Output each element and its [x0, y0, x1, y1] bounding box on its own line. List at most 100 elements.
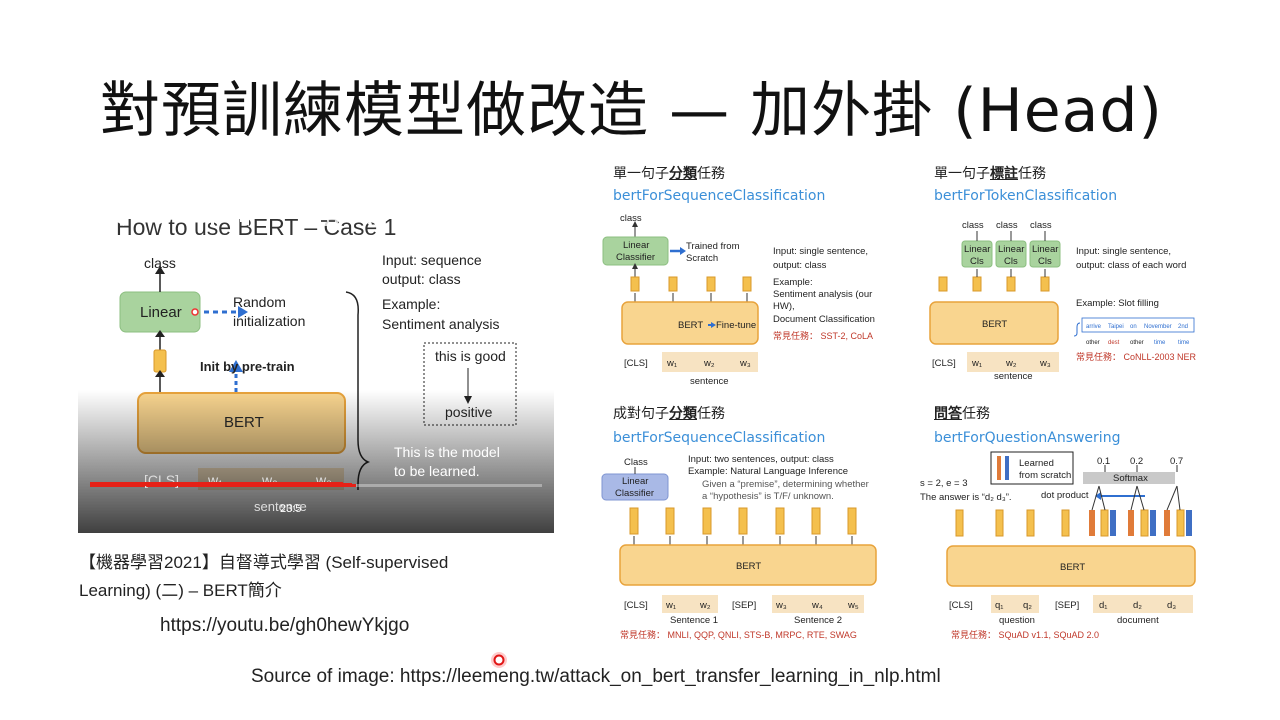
p3-token-sep: [SEP]	[732, 600, 756, 611]
laser-pointer-icon	[491, 652, 507, 668]
p2-token-w3: w₃	[1039, 358, 1051, 369]
p3-token-w3: w₃	[775, 600, 787, 611]
fullscreen-icon[interactable]	[506, 208, 530, 230]
p2-token-w2: w₂	[1005, 358, 1017, 369]
p4-token-cls: [CLS]	[949, 600, 973, 611]
video-random2: initialization	[233, 313, 306, 329]
p3-token-w2: w₂	[699, 600, 711, 611]
video-model-note1: This is the model	[394, 444, 500, 460]
p1-token-cls: [CLS]	[624, 358, 648, 369]
p3-info1: Input: two sentences, output: class	[688, 454, 834, 465]
p1-token-w1: w₁	[666, 358, 677, 369]
p4-question: question	[999, 615, 1035, 626]
play-icon[interactable]	[150, 208, 174, 230]
p2-sentence: sentence	[994, 371, 1033, 382]
p2-class-name[interactable]: bertForTokenClassification	[934, 188, 1118, 204]
p2-bert: BERT	[982, 319, 1007, 330]
video-link[interactable]: https://youtu.be/gh0hewYkjgo	[160, 615, 410, 636]
p1-sentence: sentence	[690, 376, 729, 387]
theater-icon[interactable]	[458, 208, 482, 230]
p4-token-d1: d₁	[1099, 600, 1108, 611]
p2-token-cls: [CLS]	[932, 358, 956, 369]
p2-tag5: time	[1178, 340, 1190, 346]
slide-title: 對預訓練模型做改造 — 加外掛 (Head)	[100, 76, 1163, 146]
p3-diagram: Class Linear Classifier Input: two sente…	[601, 454, 877, 640]
p2-class-b: class	[996, 220, 1018, 231]
p3-linear1: Linear	[622, 476, 648, 487]
video-linear-label: Linear	[140, 304, 182, 321]
p3-info2: Example: Natural Language Inference	[688, 466, 848, 477]
p3-info4: a “hypothesis” is T/F/ unknown.	[702, 491, 834, 502]
p2-slot: Example: Slot filling	[1076, 298, 1159, 309]
p1-diagram: class Linear Classifier Trained from Scr…	[602, 213, 875, 387]
p2-token-w1: w₁	[971, 358, 982, 369]
red-progress-line	[90, 482, 343, 485]
p4-common: 常見任務： SQuAD v1.1, SQuAD 2.0	[951, 629, 1099, 640]
p4-prob3: 0.7	[1170, 456, 1183, 467]
p4-prob2: 0.2	[1130, 456, 1143, 467]
video-box-result: positive	[445, 404, 493, 420]
video-subtitle-partial: sentence	[254, 499, 307, 514]
p4-token-q2: q₂	[1023, 600, 1032, 611]
video-example-task: Sentiment analysis	[382, 316, 500, 332]
video-player[interactable]: How to use BERT – Case 1 class Linear Ra…	[78, 200, 554, 533]
p2-heading: 單一句子標註任務	[934, 166, 1046, 182]
p4-se: s = 2, e = 3	[920, 478, 968, 489]
p3-heading: 成對句子分類任務	[613, 406, 725, 422]
video-caption-line1: 【機器學習2021】自督導式學習 (Self-supervised	[79, 553, 449, 572]
p4-heading: 問答任務	[934, 406, 990, 422]
p1-ex1: Example:	[773, 277, 813, 288]
p2-lin-a: Linear	[964, 244, 990, 255]
p2-cls-b: Cls	[1004, 256, 1018, 267]
video-example: Example:	[382, 296, 441, 312]
video-frame	[78, 266, 554, 533]
next-icon[interactable]	[194, 208, 218, 230]
p3-s2: Sentence 2	[794, 615, 842, 626]
video-box-text: this is good	[435, 348, 506, 364]
p3-token-cls: [CLS]	[624, 600, 648, 611]
p4-token-q1: q₁	[995, 600, 1004, 611]
p1-ex4: Document Classification	[773, 314, 875, 325]
subtitles-icon[interactable]	[316, 208, 340, 230]
p4-answer: The answer is “d₂ d₃”.	[920, 492, 1012, 503]
p4-token-d2: d₂	[1133, 600, 1142, 611]
p2-slot-w1: arrive	[1086, 324, 1102, 330]
video-random: Random	[233, 294, 286, 310]
volume-icon[interactable]	[236, 208, 260, 230]
p2-slot-w2: Taipei	[1108, 324, 1124, 330]
p4-class-name[interactable]: bertForQuestionAnswering	[934, 430, 1121, 446]
p4-prob1: 0.1	[1097, 456, 1110, 467]
p2-slot-w5: 2nd	[1178, 324, 1188, 330]
p2-slot-w4: November	[1144, 324, 1172, 330]
settings-icon[interactable]	[363, 208, 387, 230]
p2-tag3: other	[1130, 340, 1144, 346]
cursor-dot	[191, 308, 199, 316]
p1-ex2: Sentiment analysis (our	[773, 289, 872, 300]
previous-icon[interactable]	[104, 208, 128, 230]
video-model-note2: to be learned.	[394, 463, 480, 479]
cls-embedding	[153, 349, 167, 373]
p3-linear2: Classifier	[615, 488, 654, 499]
p2-info1: Input: single sentence,	[1076, 246, 1171, 257]
p3-token-w5: w₅	[847, 600, 859, 611]
video-output: output: class	[382, 271, 461, 287]
p1-class: class	[620, 213, 642, 224]
p4-token-d3: d₃	[1167, 600, 1176, 611]
p2-tag1: other	[1086, 340, 1100, 346]
p1-info2: output: class	[773, 260, 827, 271]
p3-bert: BERT	[736, 561, 761, 572]
p2-lin-b: Linear	[998, 244, 1024, 255]
p1-class-name[interactable]: bertForSequenceClassification	[613, 188, 826, 204]
video-class-label: class	[144, 255, 176, 271]
p3-class-name[interactable]: bertForSequenceClassification	[613, 430, 826, 446]
p1-finetune: Fine-tune	[716, 320, 756, 331]
video-time: 23:5	[280, 503, 302, 515]
p4-learned2: from scratch	[1019, 470, 1071, 481]
miniplayer-icon[interactable]	[411, 208, 435, 230]
p4-dot: dot product	[1041, 490, 1089, 501]
p4-diagram: Learned from scratch 0.1 0.2 0.7 Softmax…	[920, 451, 1196, 640]
p3-s1: Sentence 1	[670, 615, 718, 626]
p2-common: 常見任務： CoNLL-2003 NER	[1076, 351, 1197, 362]
p3-common: 常見任務： MNLI, QQP, QNLI, STS-B, MRPC, RTE,…	[620, 629, 857, 640]
p3-info3: Given a “premise”, determining whether	[702, 479, 869, 490]
